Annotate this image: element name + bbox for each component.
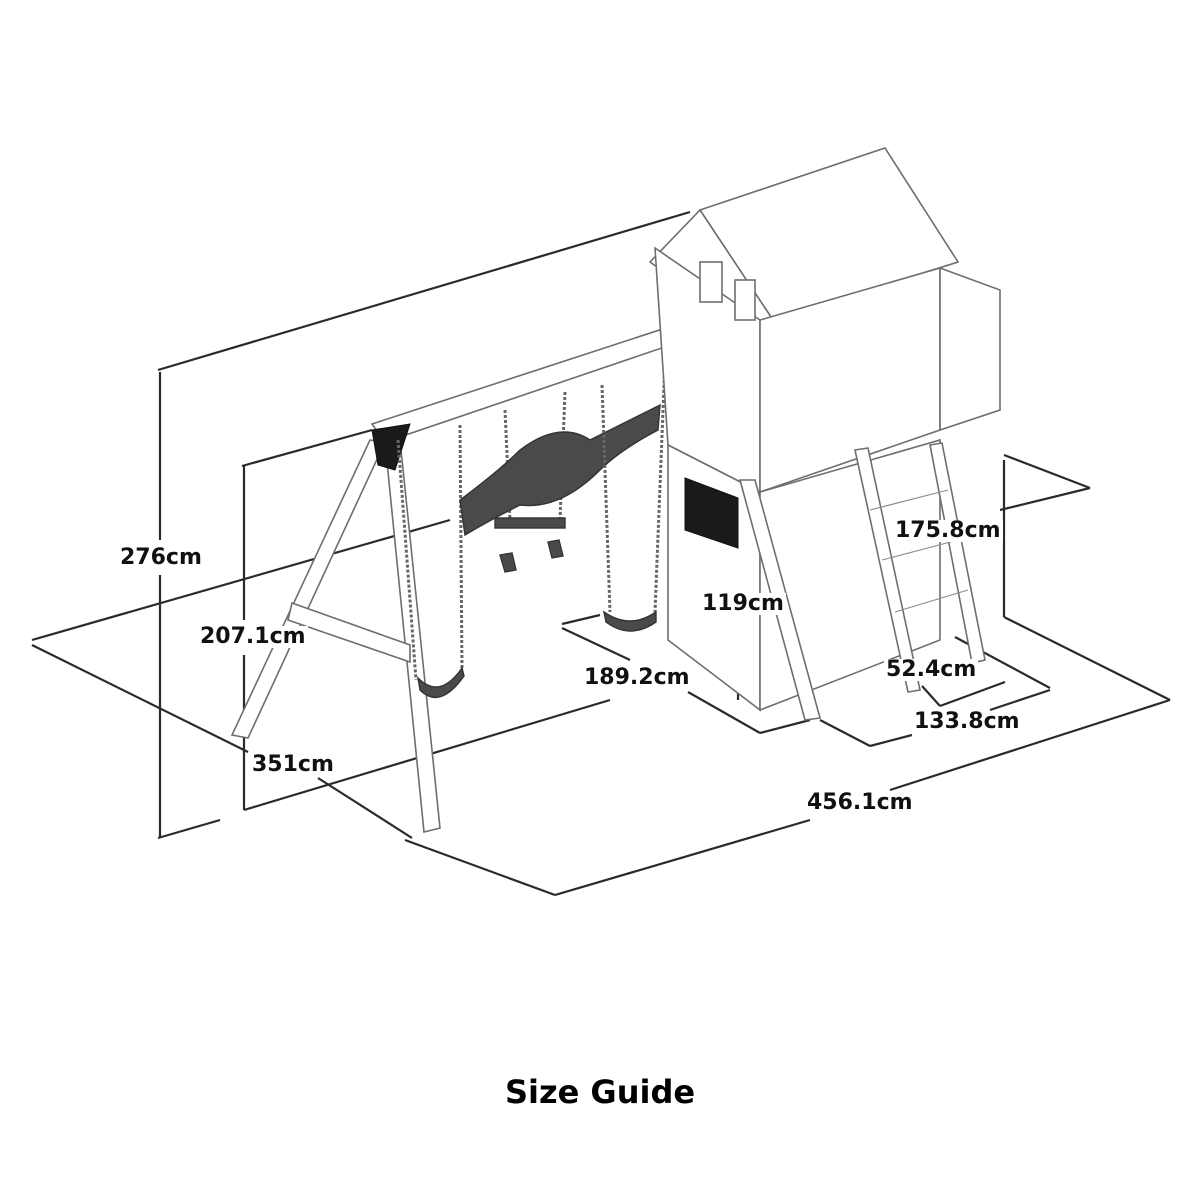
trapeze-ring bbox=[499, 552, 517, 573]
dim-133-line-b bbox=[869, 733, 913, 748]
ladder-rung bbox=[881, 539, 959, 561]
ladder-right-rail bbox=[929, 442, 986, 664]
trapeze-bar bbox=[494, 517, 566, 529]
dim-label-tower-base-depth: 189.2cm bbox=[582, 665, 692, 690]
swing-frame bbox=[230, 319, 719, 834]
swing-chain bbox=[600, 384, 612, 613]
dim-189-line-b bbox=[561, 627, 631, 661]
dim-label-ladder-width: 52.4cm bbox=[884, 657, 979, 682]
belt-swing-seat-1 bbox=[416, 666, 465, 699]
dim-189-line-d bbox=[759, 718, 811, 735]
dim-label-swing-frame-depth: 351cm bbox=[250, 752, 336, 777]
swings bbox=[396, 359, 667, 699]
glider-swing bbox=[459, 403, 661, 537]
dim-label-overall-height: 276cm bbox=[118, 545, 204, 570]
a-frame-leg-front bbox=[230, 439, 387, 739]
swing-chain bbox=[458, 424, 464, 671]
dimension-lines bbox=[31, 210, 1171, 897]
dim-52-line-a bbox=[921, 685, 941, 707]
dim-175-line-b bbox=[999, 486, 1091, 512]
playhouse-tower bbox=[648, 147, 1001, 721]
dim-207-top-ref bbox=[241, 428, 373, 468]
dim-133-line-c bbox=[989, 688, 1051, 712]
dim-175-line-c bbox=[1003, 453, 1091, 490]
ladder-left-rail bbox=[854, 447, 921, 693]
dim-456-left bbox=[404, 838, 556, 897]
dim-351-diagonal-lower bbox=[317, 777, 413, 839]
trapeze-ring bbox=[547, 539, 564, 559]
page-title: Size Guide bbox=[504, 1073, 696, 1111]
a-frame-crossbar bbox=[287, 601, 411, 664]
dim-276-bottom-tick bbox=[157, 818, 221, 840]
dim-label-tower-width: 133.8cm bbox=[912, 709, 1022, 734]
climbing-wall-panel bbox=[684, 477, 739, 549]
dim-label-deck-height: 119cm bbox=[700, 591, 786, 616]
dim-52-line-b bbox=[939, 680, 1006, 708]
window bbox=[699, 261, 723, 303]
dim-276-top-ref bbox=[157, 210, 691, 372]
dim-456-right-diag bbox=[1003, 616, 1171, 701]
window bbox=[734, 279, 756, 321]
dim-189-line-c bbox=[687, 691, 761, 734]
ladder-rung bbox=[869, 489, 949, 511]
dim-456-line-b bbox=[889, 698, 1171, 792]
corner-bracket bbox=[371, 423, 411, 471]
balcony-rail bbox=[939, 266, 1001, 432]
belt-swing-seat-2 bbox=[602, 610, 657, 632]
dim-label-swing-beam-height: 207.1cm bbox=[198, 624, 308, 649]
ladder-rung bbox=[894, 589, 969, 613]
dim-351-top-edge bbox=[31, 518, 451, 642]
dim-label-tower-depth: 175.8cm bbox=[893, 518, 1003, 543]
dim-label-overall-width: 456.1cm bbox=[805, 790, 915, 815]
dim-456-line-a bbox=[554, 818, 811, 897]
dim-133-line-a bbox=[819, 719, 871, 747]
dim-189-line-a bbox=[561, 613, 601, 626]
dim-351-diagonal bbox=[31, 644, 249, 753]
swing-chain bbox=[653, 359, 667, 613]
swing-chain bbox=[396, 439, 418, 681]
lower-frame-side bbox=[759, 438, 941, 712]
